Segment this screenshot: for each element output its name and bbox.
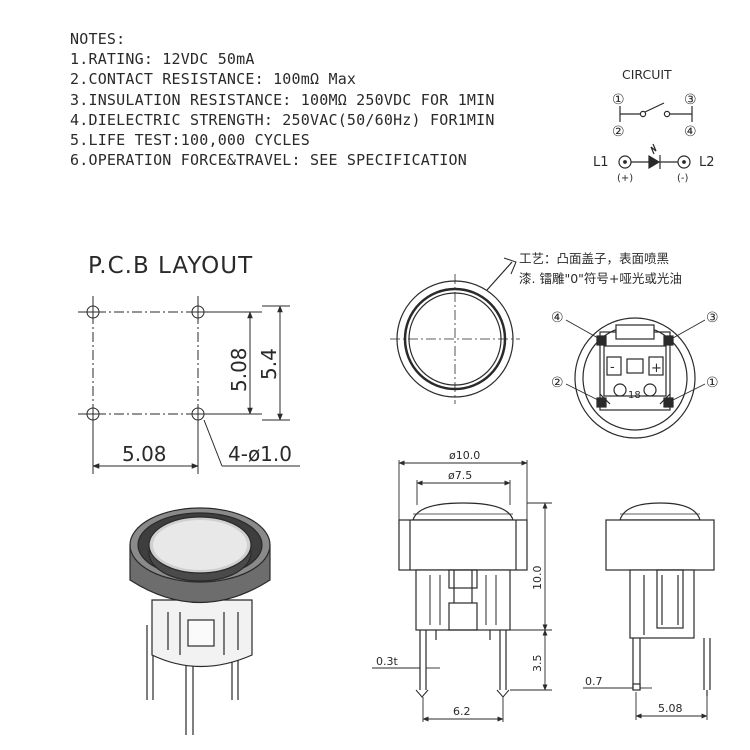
process-note-line1: 工艺：凸面盖子，表面喷黑 [519, 251, 669, 266]
top-view-cap: 工艺：凸面盖子，表面喷黑 漆. 镭雕"0"符号+哑光或光油 [390, 251, 682, 404]
front-dim-height: 10.0 [531, 566, 544, 591]
note-operation: 6.OPERATION FORCE&TRAVEL: SEE SPECIFICAT… [70, 151, 467, 170]
process-note-line2: 漆. 镭雕"0"符号+哑光或光油 [519, 271, 682, 286]
pcb-hole [190, 406, 206, 422]
led-l1-polarity: (+) [617, 173, 633, 184]
circuit-pin-4: ④ [684, 124, 697, 140]
circuit-diagram: CIRCUIT ① ② ③ ④ L1 L2 (+) [593, 67, 715, 184]
front-dim-cap-width: ø7.5 [448, 469, 472, 482]
front-dim-pin-spacing: 6.2 [453, 705, 471, 718]
pcb-dim-horizontal: 5.08 [122, 442, 167, 466]
led-l1-label: L1 [593, 155, 609, 170]
side-dim-pin-width: 0.7 [585, 675, 603, 688]
top-plus: + [651, 361, 662, 376]
top-pin-2: ② [551, 375, 564, 391]
pcb-dim-vertical-inner: 5.08 [227, 347, 251, 392]
led-l2-polarity: (-) [677, 173, 689, 184]
note-contact-resistance: 2.CONTACT RESISTANCE: 100mΩ Max [70, 70, 357, 89]
front-view: ø10.0 ø7.5 [372, 449, 552, 722]
note-rating: 1.RATING: 12VDC 50mA [70, 50, 255, 69]
circuit-title: CIRCUIT [622, 67, 672, 82]
pcb-hole [85, 406, 101, 422]
top-minus: - [610, 360, 615, 375]
led-l2-label: L2 [699, 155, 715, 170]
top-code: 18 [628, 390, 641, 401]
note-life-test: 5.LIFE TEST:100,000 CYCLES [70, 131, 310, 150]
note-dielectric-strength: 4.DIELECTRIC STRENGTH: 250VAC(50/60Hz) F… [70, 110, 495, 129]
top-pin-1: ① [706, 375, 719, 391]
circuit-pin-1: ① [612, 92, 625, 108]
front-dim-outer-width: ø10.0 [449, 449, 480, 462]
top-pin-4: ④ [551, 310, 564, 326]
side-view: 0.7 5.08 [583, 502, 715, 720]
pcb-hole [85, 304, 101, 320]
switch-3d-illustration [129, 507, 271, 735]
side-dim-pin-spacing: 5.08 [658, 702, 683, 715]
front-dim-pin-thickness: 0.3t [376, 655, 398, 668]
top-view-pins: - + 18 ④ ③ ② ① [551, 310, 719, 439]
pcb-hole [190, 304, 206, 320]
top-pin-3: ③ [706, 310, 719, 326]
note-insulation-resistance: 3.INSULATION RESISTANCE: 100MΩ 250VDC FO… [70, 90, 495, 109]
pcb-layout: P.C.B LAYOUT 5.08 5.4 5.08 [78, 253, 300, 474]
front-dim-pin-length: 3.5 [531, 655, 544, 673]
pcb-dim-vertical-outer: 5.4 [257, 348, 281, 380]
notes-heading: NOTES: [70, 30, 126, 48]
notes-block: NOTES: 1.RATING: 12VDC 50mA 2.CONTACT RE… [70, 29, 495, 170]
circuit-pin-2: ② [612, 124, 625, 140]
circuit-pin-3: ③ [684, 92, 697, 108]
pcb-title: P.C.B LAYOUT [88, 253, 253, 279]
pcb-hole-callout: 4-ø1.0 [228, 442, 292, 466]
